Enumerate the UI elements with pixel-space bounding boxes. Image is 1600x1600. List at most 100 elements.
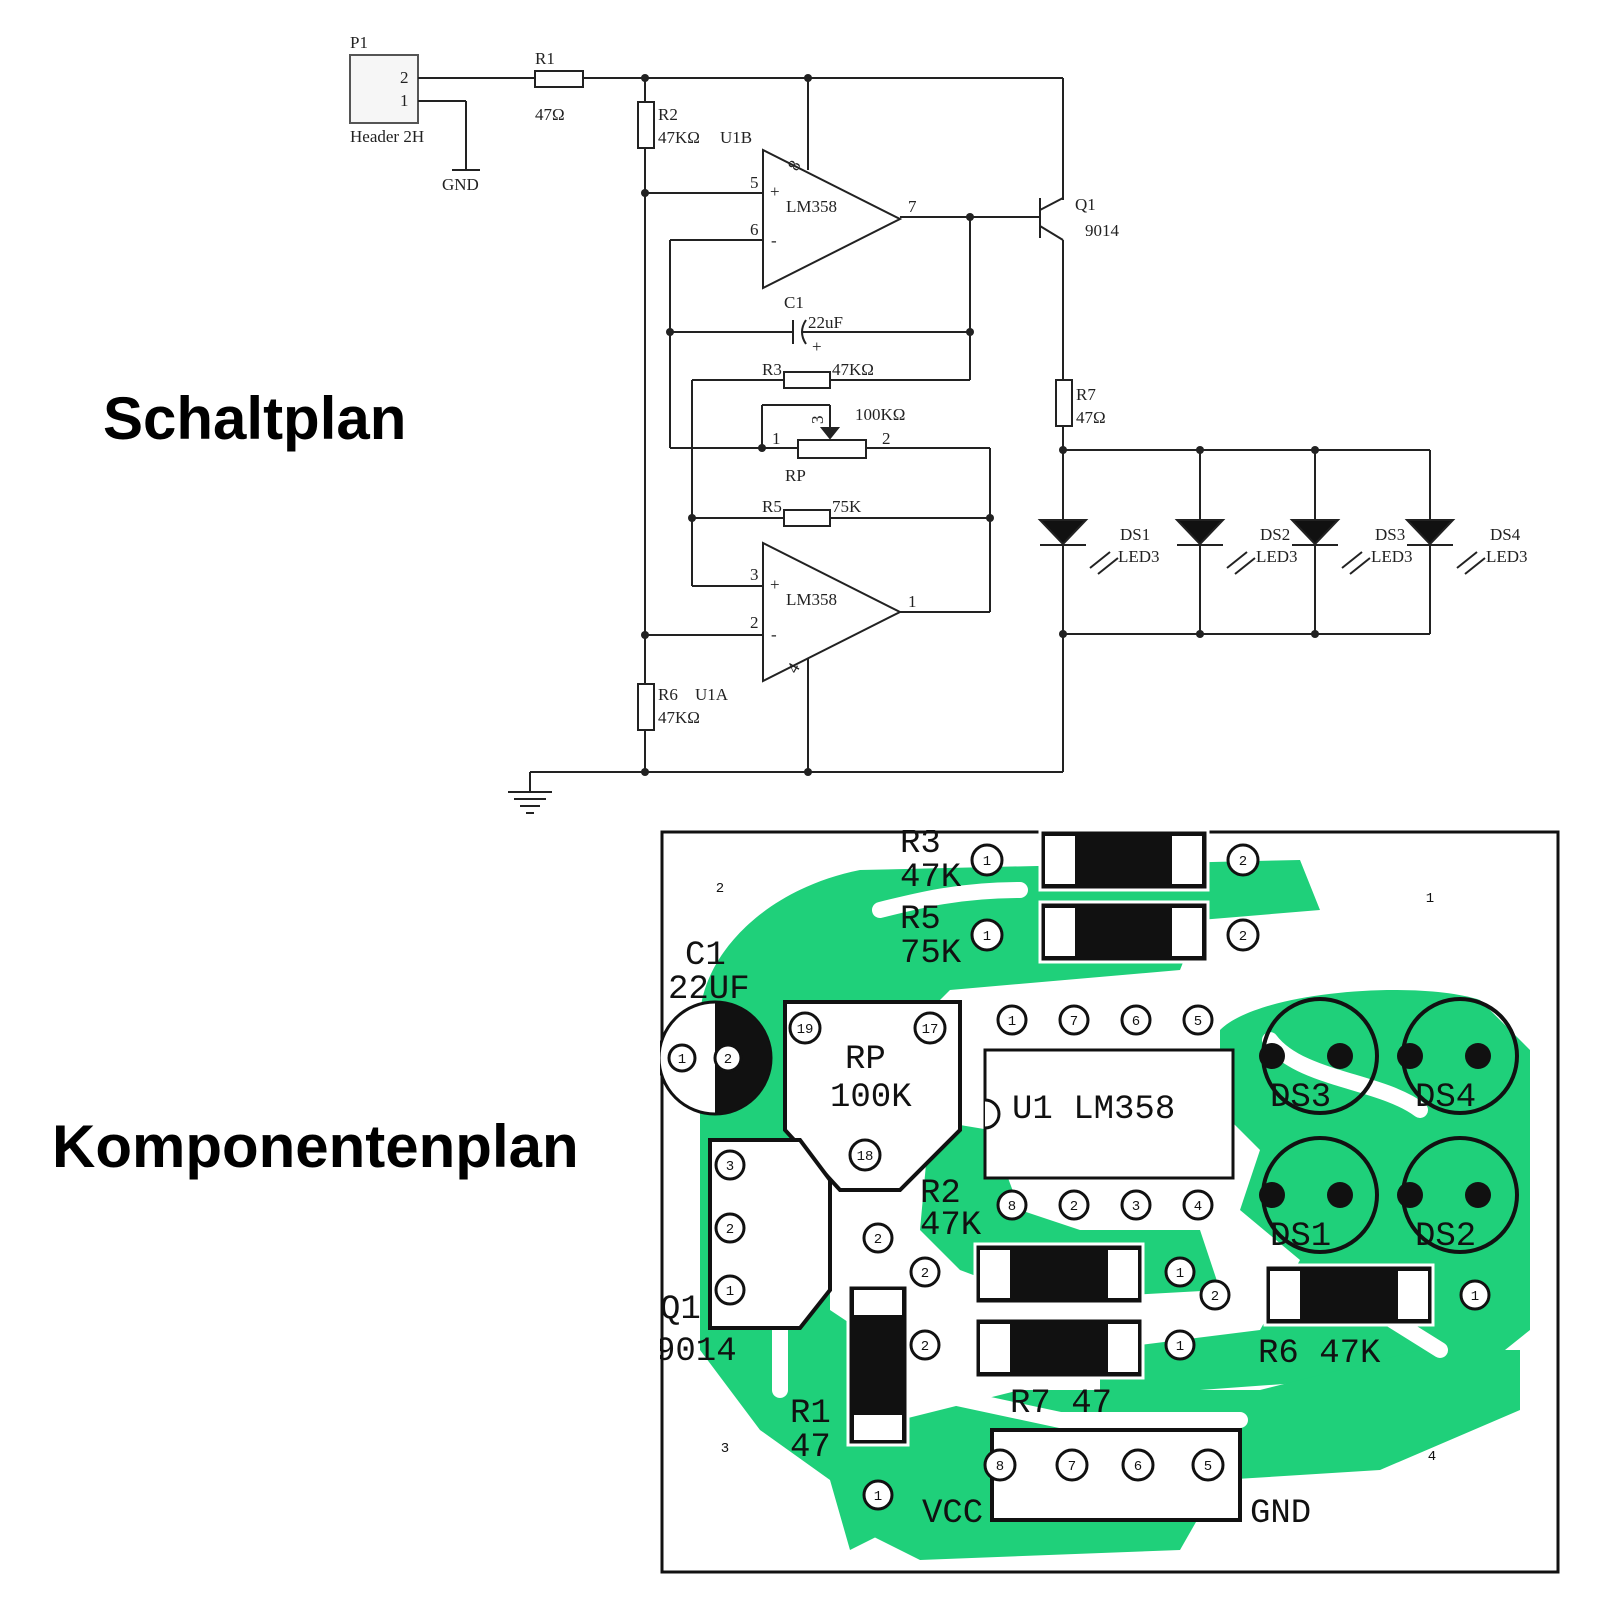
ds2-ref: DS2 [1260,525,1290,544]
pad [909,1329,941,1361]
ds4-type: LED3 [1486,547,1528,566]
pad [1120,1004,1152,1036]
r6-ref: R6 [658,685,678,704]
r2-ref: R2 [658,105,678,124]
u1a-pin3: 3 [750,565,759,584]
p1-pin1: 1 [400,91,409,110]
pcb-c1-ref: C1 [685,937,726,975]
ds1-ref: DS1 [1120,525,1150,544]
schematic-diagram: P1 2 1 Header 2H GND R1 47Ω R2 47KΩ U1B … [349,33,1528,814]
corner-mark: 3 [721,1441,729,1457]
u1a-unit: U1A [695,685,729,704]
rp-footprint [783,1000,962,1192]
p1-header [349,54,419,124]
pad-number: 7 [1070,1014,1078,1030]
u1a-part: LM358 [786,590,837,609]
pad-number: 6 [1132,1014,1140,1030]
pad [1058,1189,1090,1221]
r6-resistor [637,683,655,731]
led-pad [1327,1043,1353,1069]
ds1-led [1037,519,1089,546]
pad-number: 1 [1008,1014,1016,1030]
u1a-pin2: 2 [750,613,759,632]
pcb-layout: 1 2 1 2 1 2 19 17 18 1 7 6 5 8 2 3 4 3 2… [660,830,1560,1574]
pcb-r6-label: R6 47K [1258,1335,1381,1373]
r1-value: 47Ω [535,105,565,124]
u1b-pin5: 5 [750,173,759,192]
r6-value: 47KΩ [658,708,700,727]
pad [848,1138,882,1172]
pad-number: 1 [1471,1289,1479,1305]
rp-ref: RP [785,466,806,485]
corner-mark: 4 [1428,1449,1436,1465]
rp-pin3: 3 [808,416,827,425]
pcb-ds4-label: DS4 [1415,1079,1476,1117]
pcb-r3-value: 47K [900,859,962,897]
pcb-rp-value: 100K [830,1079,912,1117]
pcb-r7-label: R7 47 [1010,1385,1112,1423]
pad-number: 8 [1008,1199,1016,1215]
pad [1191,1448,1225,1482]
led-pad [1397,1043,1423,1069]
ds3-led [1289,519,1341,546]
pad [996,1004,1028,1036]
pad-number: 1 [726,1284,734,1300]
rp-potentiometer [797,439,867,459]
r5-value: 75K [832,497,862,516]
r5-ref: R5 [762,497,782,516]
pad [714,1212,746,1244]
p1-ref: P1 [350,33,368,52]
schematic-heading: Schaltplan [103,385,407,452]
pad [996,1189,1028,1221]
pad-number: 2 [724,1052,732,1068]
pad [970,918,1004,952]
led-pad [1465,1182,1491,1208]
u1b-pin6: 6 [750,220,759,239]
pad-number: 18 [857,1149,874,1165]
c1-plus: + [812,337,822,356]
pad [1164,1329,1196,1361]
pad [983,1448,1017,1482]
pad-number: 1 [983,854,991,870]
ds2-led [1174,519,1226,546]
pad-number: 2 [1239,854,1247,870]
pad [1459,1279,1491,1311]
pad [1120,1189,1152,1221]
pad [1182,1189,1214,1221]
rp-pin2: 2 [882,429,891,448]
r2-resistor [637,101,655,149]
pad [909,1256,941,1288]
pad-number: 1 [983,929,991,945]
pad-number: 2 [1239,929,1247,945]
pad [714,1149,746,1181]
pad-number: 2 [921,1339,929,1355]
q1-part: 9014 [1085,221,1120,240]
pad [1121,1448,1155,1482]
ds4-led [1404,519,1456,546]
pcb-r1-value: 47 [790,1429,831,1467]
pad [667,1043,697,1073]
q1-ref: Q1 [1075,195,1096,214]
led-pad [1327,1182,1353,1208]
pad-number: 6 [1134,1459,1142,1475]
c1-capacitor [801,319,807,345]
u1b-minus: - [771,231,777,250]
u1b-part: LM358 [786,197,837,216]
pad-number: 3 [1132,1199,1140,1215]
pad [862,1222,894,1254]
pad-number: 4 [1194,1199,1202,1215]
pad-number: 5 [1194,1014,1202,1030]
pad-number: 3 [726,1159,734,1175]
pcb-rp-ref: RP [845,1041,886,1079]
r2-value: 47KΩ [658,128,700,147]
pad-number: 1 [874,1489,882,1505]
r3-value: 47KΩ [832,360,874,379]
u1b-unit: U1B [720,128,752,147]
pad [913,1011,947,1045]
u1b-pin8: 8 [784,157,805,174]
r7-ref: R7 [1076,385,1096,404]
pad-number: 7 [1068,1459,1076,1475]
ds1-type: LED3 [1118,547,1160,566]
pcb-vcc-label: VCC [922,1495,983,1533]
led-pad [1259,1182,1285,1208]
